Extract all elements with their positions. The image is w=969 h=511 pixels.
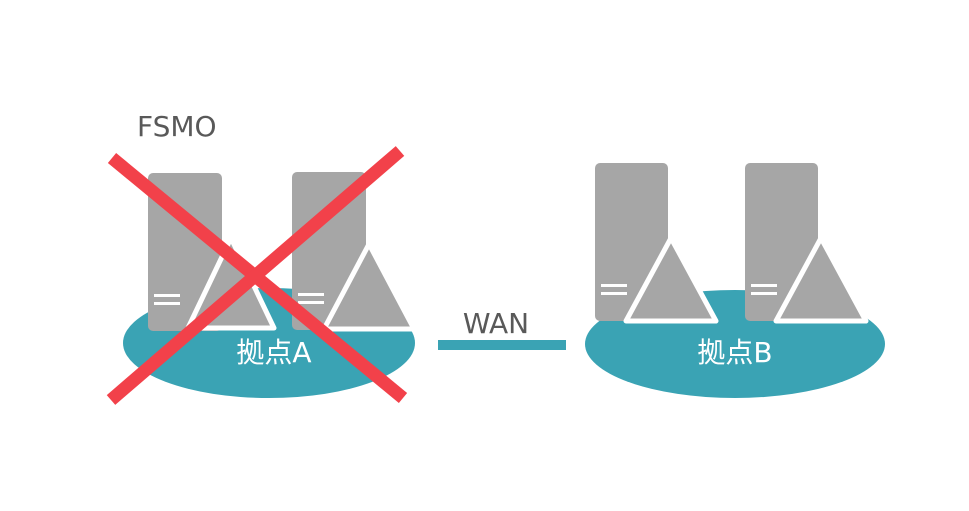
wan-link: WAN	[438, 307, 566, 350]
warning-triangle-icon	[623, 235, 719, 324]
wan-label: WAN	[463, 307, 529, 340]
wan-line	[438, 340, 566, 350]
warning-triangle-icon	[773, 235, 869, 324]
site-a-label: 拠点A	[236, 336, 311, 369]
cross-mark-icon	[106, 146, 408, 405]
warning-triangle-icon	[321, 241, 417, 332]
site-b-label: 拠点B	[697, 336, 772, 369]
site-a: 拠点A FSMO	[106, 110, 417, 405]
fsmo-label: FSMO	[137, 110, 217, 143]
site-b: 拠点B	[585, 163, 885, 398]
